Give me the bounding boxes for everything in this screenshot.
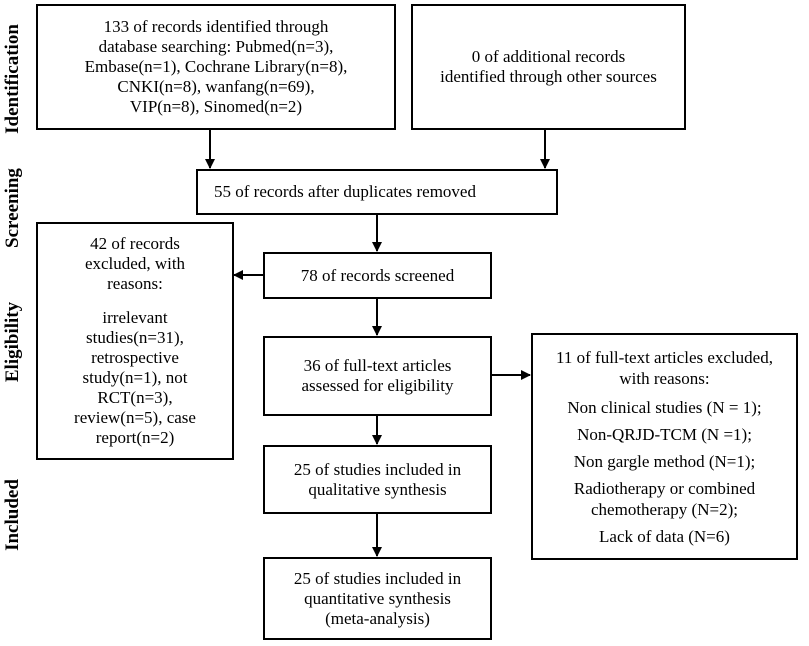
box-line: chemotherapy (N=2); (591, 499, 738, 519)
stage-eligibility: Eligibility (0, 262, 26, 422)
box-line: qualitative synthesis (308, 479, 447, 499)
box-line: 42 of records (90, 234, 180, 253)
box-line: assessed for eligibility (301, 376, 454, 395)
box-line: irrelevant (102, 308, 168, 327)
box-line: studies(n=31), (86, 328, 184, 347)
stage-identification-label: Identification (2, 24, 23, 134)
other-sources-box: 0 of additional records identified throu… (411, 4, 686, 130)
box-line: CNKI(n=8), wanfang(n=69), (117, 77, 315, 96)
box-line: 25 of studies included in (293, 568, 462, 588)
box-line: with reasons: (619, 368, 710, 388)
records-screened-box: 78 of records screened (263, 252, 492, 299)
box-line: 11 of full-text articles excluded, (556, 347, 773, 367)
qualitative-synthesis-box: 25 of studies included in qualitative sy… (263, 445, 492, 514)
stage-eligibility-label: Eligibility (2, 301, 23, 383)
box-line: 25 of studies included in (293, 459, 462, 479)
box-line: reasons: (107, 274, 163, 293)
box-line: Radiotherapy or combined (573, 478, 756, 498)
stage-included-label: Included (2, 479, 23, 551)
box-line: review(n=5), case (74, 408, 196, 427)
box-line: study(n=1), not (82, 368, 188, 387)
box-line: report(n=2) (95, 428, 175, 447)
box-line: Non-QRJD-TCM (N =1); (577, 424, 752, 444)
full-text-excluded-box: 11 of full-text articles excluded, with … (531, 333, 798, 560)
box-line: Non gargle method (N=1); (573, 451, 756, 471)
box-line: 133 of records identified through (103, 17, 329, 36)
quantitative-synthesis-box: 25 of studies included in quantitative s… (263, 557, 492, 640)
box-line: excluded, with (84, 254, 186, 273)
box-line: (meta-analysis) (325, 608, 430, 628)
box-line: Non clinical studies (N = 1); (567, 397, 762, 417)
box-line: Embase(n=1), Cochrane Library(n=8), (84, 57, 348, 76)
box-line: retrospective (91, 348, 179, 367)
box-line: database searching: Pubmed(n=3), (98, 37, 334, 56)
box-line: identified through other sources (440, 67, 657, 86)
box-line: 36 of full-text articles (303, 356, 452, 375)
stage-identification: Identification (0, 4, 26, 154)
full-text-assessed-box: 36 of full-text articles assessed for el… (263, 336, 492, 416)
box-line: RCT(n=3), (97, 388, 173, 407)
stage-included: Included (0, 440, 26, 590)
box-line: 78 of records screened (300, 265, 455, 285)
stage-screening-label: Screening (2, 167, 23, 248)
duplicates-removed-box: 55 of records after duplicates removed (196, 169, 558, 215)
box-line: 55 of records after duplicates removed (214, 182, 476, 201)
box-line: 0 of additional records (471, 47, 626, 66)
database-search-box: 133 of records identified through databa… (36, 4, 396, 130)
records-excluded-box: 42 of records excluded, with reasons: ir… (36, 222, 234, 460)
box-line: Lack of data (N=6) (599, 526, 730, 546)
box-line: VIP(n=8), Sinomed(n=2) (129, 97, 303, 116)
box-line: quantitative synthesis (304, 588, 451, 608)
stage-screening: Screening (0, 160, 26, 255)
